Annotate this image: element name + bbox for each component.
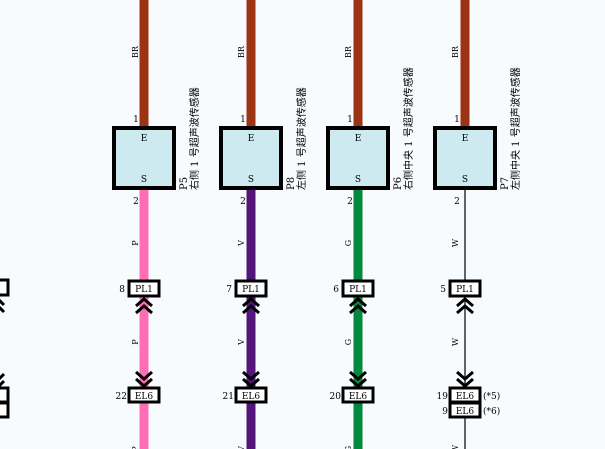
sensor-group-p5: BR 1 E S 2 P P P P5 右侧 1 号超声波传感器 PL1 8 E… <box>112 0 201 449</box>
bottom-wire-tag: P <box>131 446 140 449</box>
sensor-body <box>433 126 497 190</box>
connector-code: EL6 <box>456 392 475 402</box>
upper-pin-number: 1 <box>133 115 139 125</box>
lower-wire-color-label: G <box>344 240 353 246</box>
bottom-wire-tag: G <box>344 446 353 449</box>
sensor-id: P5 <box>179 177 190 190</box>
lower-wire-color-label: V <box>237 240 246 247</box>
sensor-id: P6 <box>393 177 404 190</box>
connector-pin: 9 <box>442 407 448 417</box>
connector-code: PL1 <box>456 285 474 295</box>
chevron-up-icon <box>242 297 260 315</box>
lower-wire-color-label-2: G <box>344 339 353 345</box>
lower-wire-color-label-2: W <box>451 337 460 346</box>
sensor-group-p6: BR 1 E S 2 G G G P6 右侧中央 1 号超声波传感器 PL1 6… <box>326 0 415 449</box>
chevron-down-icon <box>135 370 153 388</box>
connector-pin: 6 <box>333 285 339 295</box>
sensor-name: 右侧中央 1 号超声波传感器 <box>402 67 415 190</box>
connector-pin: 8 <box>119 285 125 295</box>
port-top-label: E <box>355 134 362 144</box>
lower-pin-number: 2 <box>454 197 460 207</box>
sensor-body <box>326 126 390 190</box>
connector-pin: 20 <box>330 392 342 402</box>
connector-code: PL1 <box>242 285 260 295</box>
port-bottom-label: S <box>248 175 254 185</box>
sensor-name: 右侧 1 号超声波传感器 <box>188 87 201 190</box>
connector-pl1 <box>448 279 482 298</box>
left-partial-connector-top <box>0 278 10 297</box>
connector-el6 <box>341 386 375 404</box>
port-bottom-label: S <box>462 175 468 185</box>
connector-code: EL6 <box>349 392 368 402</box>
upper-wire-color-label: BR <box>237 45 246 58</box>
connector-pin: 22 <box>116 392 127 402</box>
upper-pin-number: 1 <box>454 115 460 125</box>
lower-pin-number: 2 <box>347 197 353 207</box>
connector-pl1 <box>234 279 268 298</box>
connector-pin: 19 <box>437 392 449 402</box>
port-top-label: E <box>462 134 469 144</box>
connector-code: EL6 <box>456 407 475 417</box>
lower-pin-number: 2 <box>240 197 246 207</box>
sensor-id: P8 <box>286 177 297 190</box>
sensor-group-p7: BR 1 E S 2 W W W P7 左侧中央 1 号超声波传感器 PL1 5… <box>433 0 522 449</box>
chevron-down-icon <box>242 370 260 388</box>
connector-el6 <box>234 386 268 404</box>
chevron-down-icon <box>456 370 474 388</box>
upper-wire-color-label: BR <box>131 45 140 58</box>
connector-pin: 5 <box>440 285 446 295</box>
lower-wire-color-label-2: V <box>237 339 246 346</box>
sensor-id: P7 <box>500 177 511 190</box>
upper-wire-color-label: BR <box>344 45 353 58</box>
bottom-wire-tag: V <box>237 446 246 449</box>
chevron-up-icon <box>456 297 474 315</box>
connector-note: (*5) <box>483 391 500 402</box>
port-bottom-label: S <box>141 175 147 185</box>
connector-el6-extra <box>448 401 482 419</box>
port-top-label: E <box>248 134 255 144</box>
chevron-down-icon <box>0 372 6 388</box>
chevron-up-icon <box>135 297 153 315</box>
connector-code: EL6 <box>242 392 261 402</box>
sensor-group-p8: BR 1 E S 2 V V V P8 左侧 1 号超声波传感器 PL1 7 E… <box>219 0 308 449</box>
left-partial-connectors <box>0 278 10 419</box>
chevron-up-icon <box>349 297 367 315</box>
connector-code: PL1 <box>349 285 367 295</box>
connector-pl1 <box>127 279 161 298</box>
upper-pin-number: 1 <box>347 115 353 125</box>
chevron-down-icon <box>349 370 367 388</box>
lower-wire-color-label-2: P <box>131 339 140 345</box>
port-bottom-label: S <box>355 175 361 185</box>
port-top-label: E <box>141 134 148 144</box>
lower-wire-color-label: P <box>131 240 140 246</box>
chevron-up-icon <box>0 298 6 314</box>
upper-wire-color-label: BR <box>451 45 460 58</box>
connector-el6 <box>127 386 161 404</box>
bottom-wire-tag: W <box>451 444 460 449</box>
upper-pin-number: 1 <box>240 115 246 125</box>
sensor-body <box>219 126 283 190</box>
connector-note: (*6) <box>483 406 500 417</box>
left-partial-notes <box>0 298 6 388</box>
sensor-name: 左侧中央 1 号超声波传感器 <box>509 67 522 190</box>
connector-code: PL1 <box>135 285 153 295</box>
left-partial-connector-bottom <box>0 401 10 419</box>
left-partial-connector-mid <box>0 386 10 404</box>
sensor-body <box>112 126 176 190</box>
lower-pin-number: 2 <box>133 197 139 207</box>
connector-pin: 21 <box>223 392 234 402</box>
connector-code: EL6 <box>135 392 154 402</box>
lower-wire-color-label: W <box>451 238 460 247</box>
connector-pin: 7 <box>226 285 232 295</box>
sensor-name: 左侧 1 号超声波传感器 <box>295 87 308 190</box>
connector-pl1 <box>341 279 375 298</box>
